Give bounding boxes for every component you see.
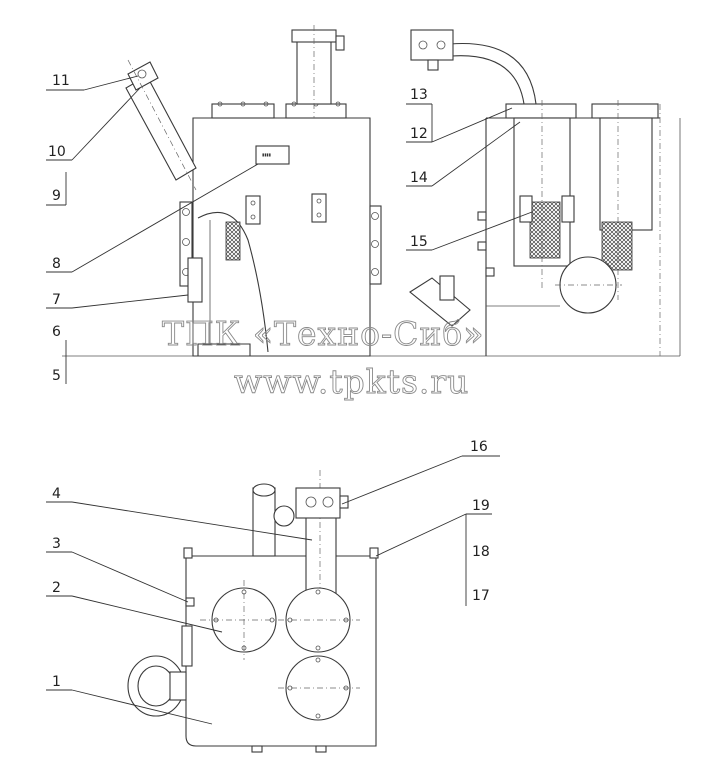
- callout-2: 2: [52, 580, 61, 596]
- callout-6: 6: [52, 324, 61, 340]
- callout-8: 8: [52, 256, 61, 272]
- callout-17: 17: [472, 588, 490, 604]
- watermark-line-2: www.tpkts.ru: [234, 362, 469, 401]
- callouts: 11 10 9 8 7 6 5 13 12 14 15: [46, 73, 533, 725]
- callout-10: 10: [48, 144, 66, 160]
- callout-5: 5: [52, 368, 61, 384]
- watermark: ТПК «Техно-Сиб» www.tpkts.ru: [162, 314, 484, 402]
- callout-3: 3: [52, 536, 61, 552]
- callout-18: 18: [472, 544, 490, 560]
- callout-1: 1: [52, 674, 61, 690]
- callout-16: 16: [470, 439, 488, 455]
- callout-11: 11: [52, 73, 70, 89]
- callout-12: 12: [410, 126, 428, 142]
- front-view-bottom: [127, 470, 379, 753]
- callout-4: 4: [52, 486, 61, 502]
- callout-14: 14: [410, 170, 428, 186]
- svg-text:▮▮▮▮: ▮▮▮▮: [262, 152, 271, 157]
- callout-13: 13: [410, 87, 428, 103]
- watermark-line-1: ТПК «Техно-Сиб»: [162, 314, 484, 353]
- callout-9: 9: [52, 188, 61, 204]
- callout-15: 15: [410, 234, 428, 250]
- side-view-left: ▮▮▮▮: [62, 25, 680, 357]
- callout-19: 19: [472, 498, 490, 514]
- callout-7: 7: [52, 292, 61, 308]
- section-view-right: [409, 29, 681, 356]
